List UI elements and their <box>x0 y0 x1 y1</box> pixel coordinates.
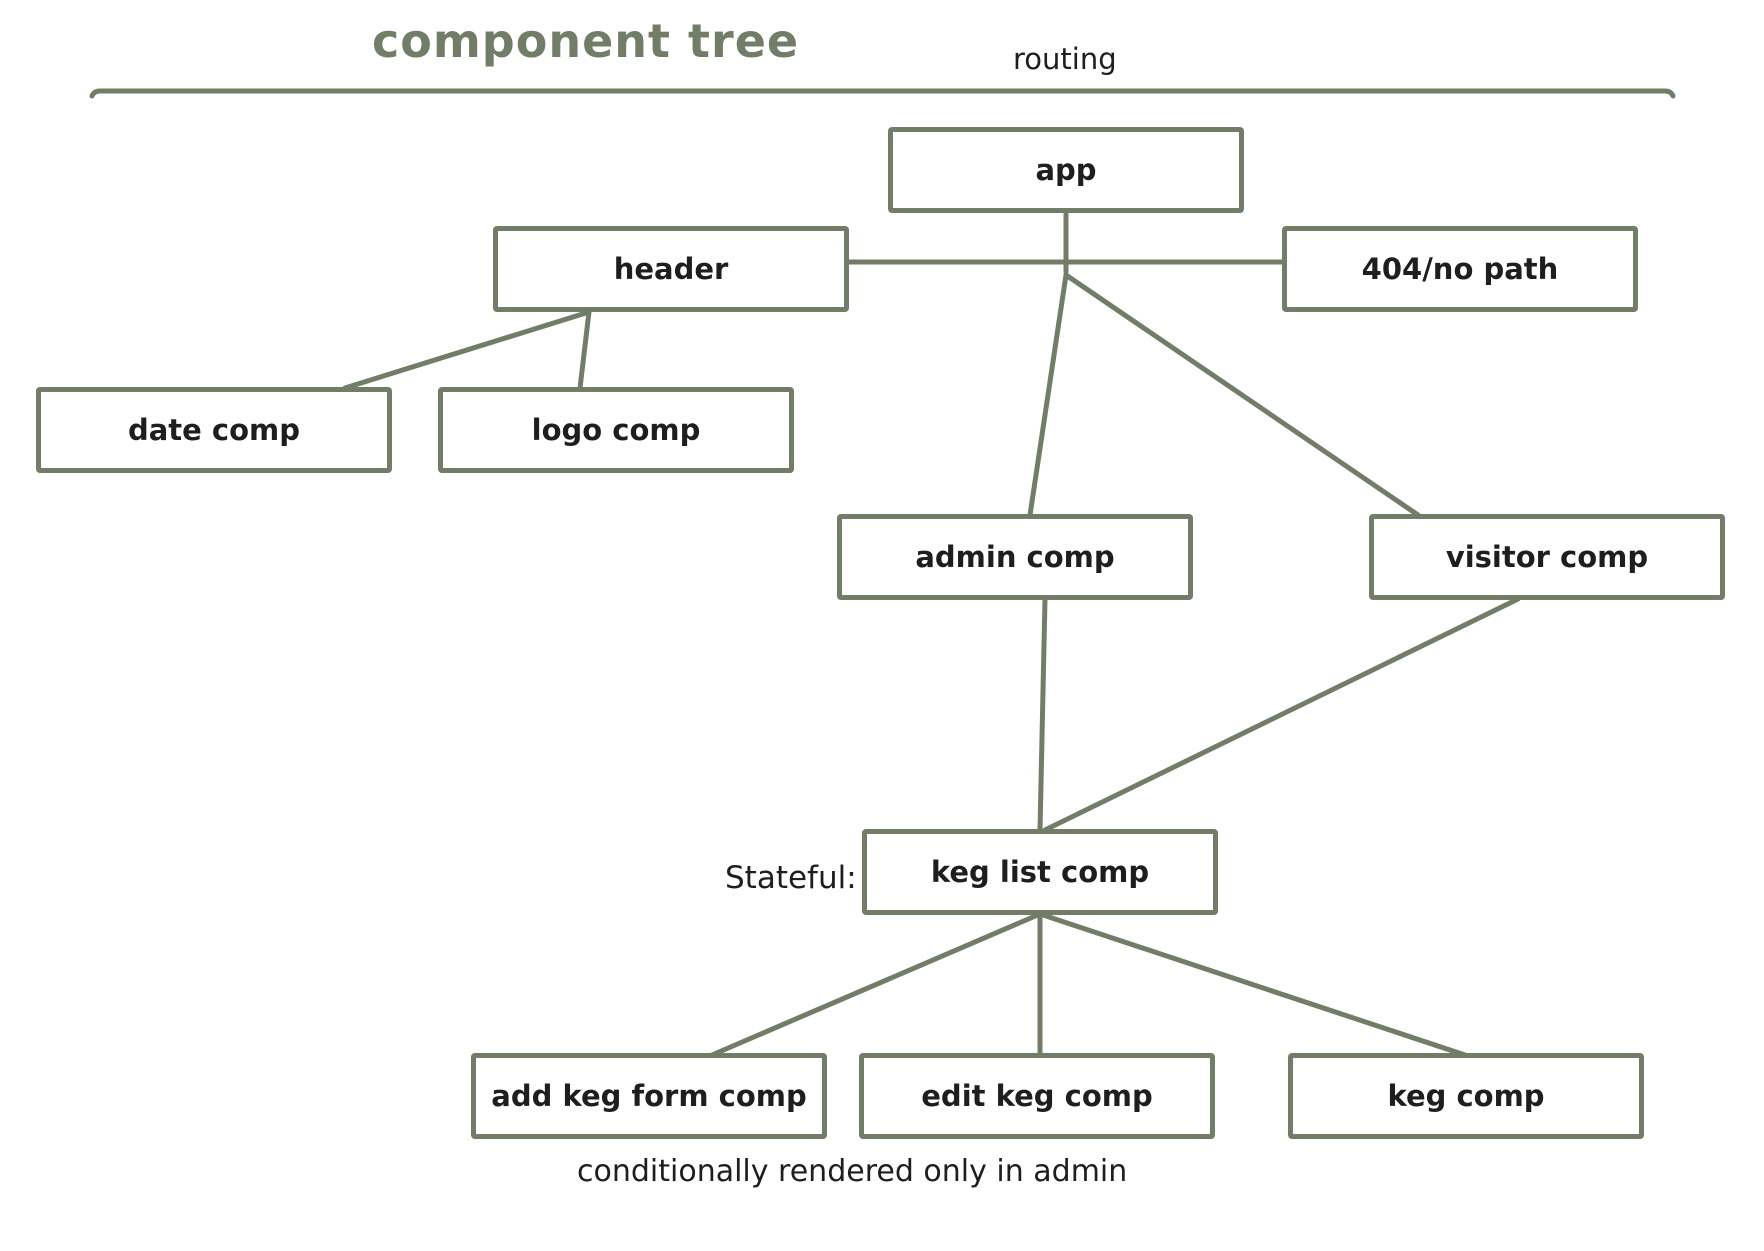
node-admin-comp[interactable]: admin comp <box>837 514 1193 600</box>
node-logo-comp[interactable]: logo comp <box>438 387 794 473</box>
edge-header-logo <box>577 309 592 391</box>
edge-keglist-keg <box>1037 911 1468 1058</box>
diagram-title: component tree <box>372 14 800 68</box>
edge-app-admin <box>1027 272 1069 518</box>
node-add-keg-form-comp[interactable]: add keg form comp <box>471 1053 827 1139</box>
routing-underline <box>89 88 1676 99</box>
routing-label: routing <box>1013 42 1117 76</box>
edge-visitor-keglist <box>1042 596 1521 833</box>
edge-keglist-addform <box>709 911 1043 1058</box>
node-keg-comp[interactable]: keg comp <box>1288 1053 1644 1139</box>
node-keg-list-comp[interactable]: keg list comp <box>862 829 1218 915</box>
footnote-conditional: conditionally rendered only in admin <box>577 1154 1128 1189</box>
node-404-no-path[interactable]: 404/no path <box>1282 226 1638 312</box>
edge-header-date <box>342 309 592 391</box>
node-header[interactable]: header <box>493 226 849 312</box>
node-app[interactable]: app <box>888 127 1244 213</box>
node-date-comp[interactable]: date comp <box>36 387 392 473</box>
node-edit-keg-comp[interactable]: edit keg comp <box>859 1053 1215 1139</box>
stateful-label: Stateful: <box>725 860 857 896</box>
edge-admin-keglist <box>1037 596 1048 833</box>
node-visitor-comp[interactable]: visitor comp <box>1369 514 1725 600</box>
edge-app-visitor <box>1063 272 1421 518</box>
